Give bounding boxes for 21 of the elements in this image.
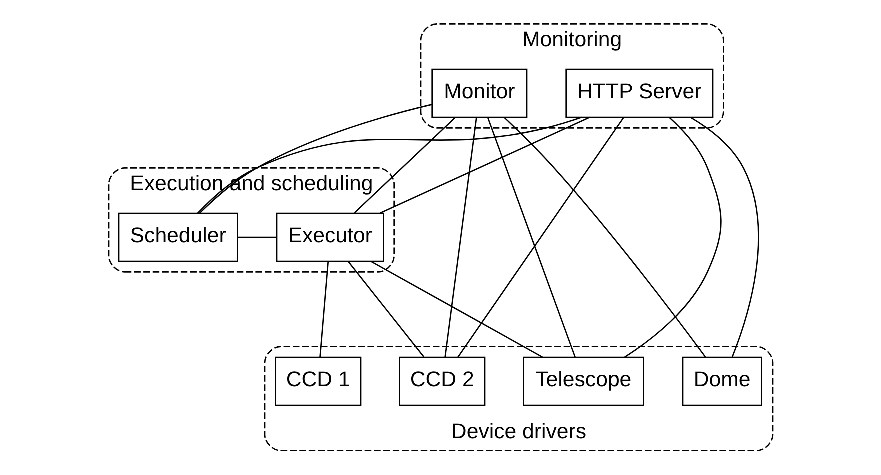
connector (347, 261, 424, 358)
node-box: CCD 2 (398, 356, 486, 406)
connector (380, 116, 590, 214)
node-box: Telescope (522, 356, 644, 406)
node-box: CCD 1 (274, 356, 362, 406)
connector (354, 117, 456, 214)
node-box: HTTP Server (565, 68, 714, 118)
connector (444, 118, 477, 358)
connector (197, 116, 582, 214)
connector (690, 117, 759, 358)
node-box: Executor (276, 212, 384, 262)
connector (237, 236, 276, 238)
node-box: Monitor (431, 68, 528, 118)
connector (457, 117, 624, 358)
connector (319, 261, 329, 358)
connector (503, 117, 706, 358)
connector (486, 117, 576, 358)
connector (198, 104, 432, 214)
node-box: Dome (682, 356, 762, 406)
node-box: Scheduler (118, 212, 238, 262)
connector (370, 260, 542, 358)
